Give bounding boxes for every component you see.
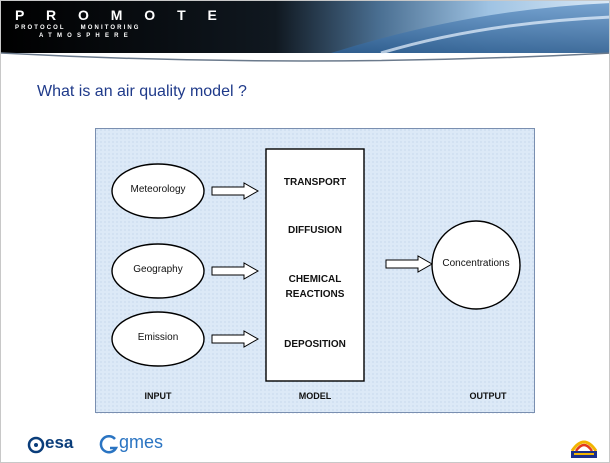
column-label-output: OUTPUT (469, 391, 507, 401)
air-quality-model-diagram: Meteorology Geography Emission TRANSPORT… (95, 128, 536, 414)
esa-logo-icon (27, 436, 45, 454)
slide-title: What is an air quality model ? (37, 83, 247, 100)
arrow-geography-to-model (211, 262, 260, 280)
input-ellipse-meteorology (111, 163, 205, 219)
model-step-deposition: DEPOSITION (284, 339, 346, 350)
model-step-transport: TRANSPORT (283, 177, 347, 188)
model-step-diffusion: DIFFUSION (288, 225, 342, 236)
brand-subtitle-atmosphere: ATMOSPHERE (39, 33, 133, 39)
output-label-concentrations: Concentrations (442, 258, 510, 269)
promote-corner-logo-icon (570, 440, 598, 458)
esa-logo-text: esa (45, 433, 74, 452)
gmes-logo-icon (99, 435, 119, 454)
model-box (265, 148, 365, 382)
input-label-geography: Geography (133, 264, 183, 275)
header-banner (1, 1, 609, 69)
diagram-drawing (96, 129, 536, 414)
arrow-model-to-output (385, 255, 434, 273)
arrow-meteorology-to-model (211, 182, 260, 200)
output-circle-concentrations (431, 220, 521, 310)
column-label-input: INPUT (144, 391, 172, 401)
brand-title: P R O M O T E (15, 7, 226, 23)
column-label-model: MODEL (298, 391, 332, 401)
model-step-chemical-reactions: CHEMICAL REACTIONS (285, 274, 345, 300)
gmes-logo-text: gmes (119, 432, 164, 452)
brand-subtitle-protocol-monitoring: PROTOCOL MONITORING (15, 25, 141, 31)
input-ellipse-emission (111, 311, 205, 367)
input-label-emission: Emission (137, 332, 179, 343)
arrow-emission-to-model (211, 330, 260, 348)
input-label-meteorology: Meteorology (130, 184, 186, 195)
input-ellipse-geography (111, 243, 205, 299)
